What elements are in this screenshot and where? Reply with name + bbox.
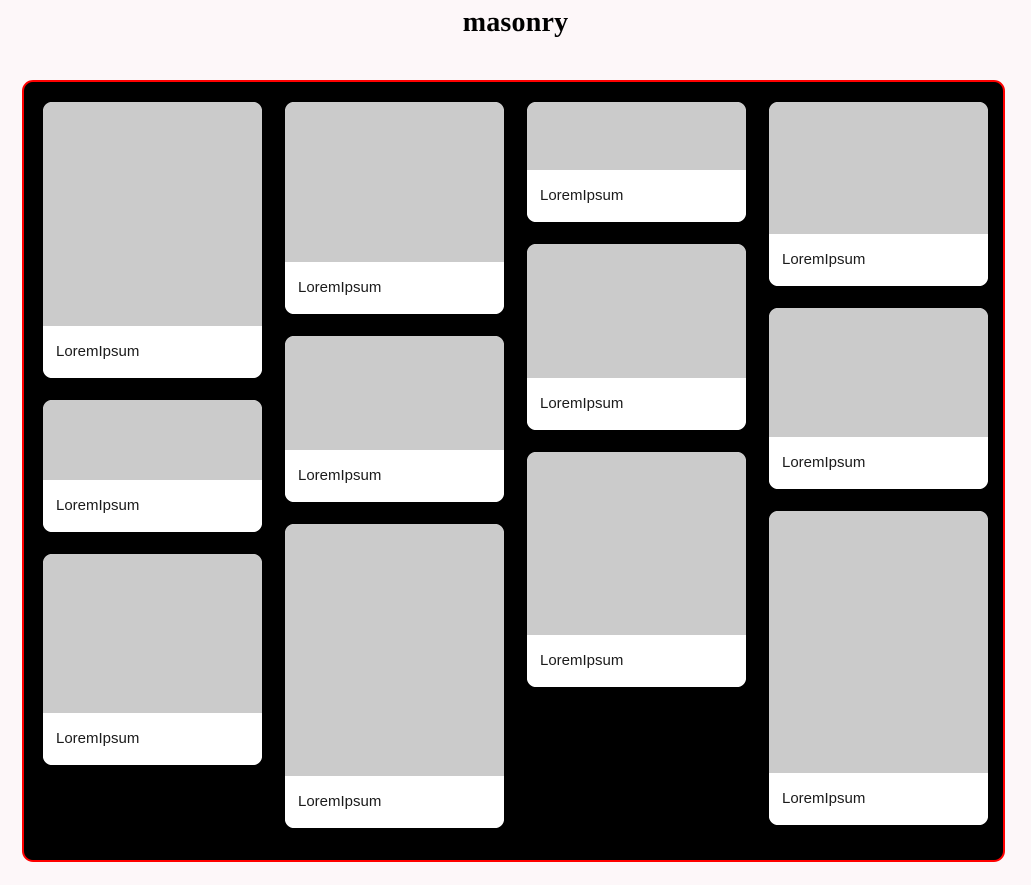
masonry-card[interactable]: LoremIpsum: [285, 336, 504, 502]
card-caption: LoremIpsum: [43, 480, 262, 532]
card-caption: LoremIpsum: [285, 262, 504, 314]
card-caption: LoremIpsum: [285, 450, 504, 502]
masonry-card[interactable]: LoremIpsum: [527, 244, 746, 430]
masonry-card[interactable]: LoremIpsum: [43, 102, 262, 378]
card-caption: LoremIpsum: [527, 635, 746, 687]
card-caption: LoremIpsum: [769, 234, 988, 286]
card-caption: LoremIpsum: [527, 378, 746, 430]
masonry-column-2: LoremIpsum LoremIpsum LoremIpsum: [285, 102, 504, 828]
card-image-placeholder: [43, 102, 262, 326]
card-image-placeholder: [527, 452, 746, 635]
card-image-placeholder: [43, 554, 262, 713]
masonry-card[interactable]: LoremIpsum: [43, 554, 262, 765]
card-image-placeholder: [527, 102, 746, 170]
card-image-placeholder: [527, 244, 746, 378]
masonry-column-4: LoremIpsum LoremIpsum LoremIpsum: [769, 102, 988, 825]
card-image-placeholder: [43, 400, 262, 480]
page-title: masonry: [462, 7, 569, 38]
card-caption: LoremIpsum: [527, 170, 746, 222]
masonry-card[interactable]: LoremIpsum: [527, 452, 746, 687]
card-image-placeholder: [285, 102, 504, 262]
card-image-placeholder: [769, 511, 988, 773]
masonry-card[interactable]: LoremIpsum: [285, 524, 504, 828]
masonry-card[interactable]: LoremIpsum: [285, 102, 504, 314]
masonry-card[interactable]: LoremIpsum: [769, 308, 988, 489]
card-caption: LoremIpsum: [285, 776, 504, 828]
card-caption: LoremIpsum: [769, 437, 988, 489]
masonry-card[interactable]: LoremIpsum: [527, 102, 746, 222]
masonry-card[interactable]: LoremIpsum: [769, 102, 988, 286]
card-image-placeholder: [769, 308, 988, 437]
masonry-column-3: LoremIpsum LoremIpsum LoremIpsum: [527, 102, 746, 687]
masonry-column-1: LoremIpsum LoremIpsum LoremIpsum: [43, 102, 262, 765]
masonry-card[interactable]: LoremIpsum: [43, 400, 262, 532]
masonry-card[interactable]: LoremIpsum: [769, 511, 988, 825]
card-image-placeholder: [285, 336, 504, 450]
card-caption: LoremIpsum: [43, 326, 262, 378]
card-image-placeholder: [285, 524, 504, 776]
card-image-placeholder: [769, 102, 988, 234]
masonry-container: LoremIpsum LoremIpsum LoremIpsum LoremIp…: [22, 80, 1005, 862]
card-caption: LoremIpsum: [769, 773, 988, 825]
card-caption: LoremIpsum: [43, 713, 262, 765]
masonry-columns: LoremIpsum LoremIpsum LoremIpsum LoremIp…: [43, 102, 988, 840]
